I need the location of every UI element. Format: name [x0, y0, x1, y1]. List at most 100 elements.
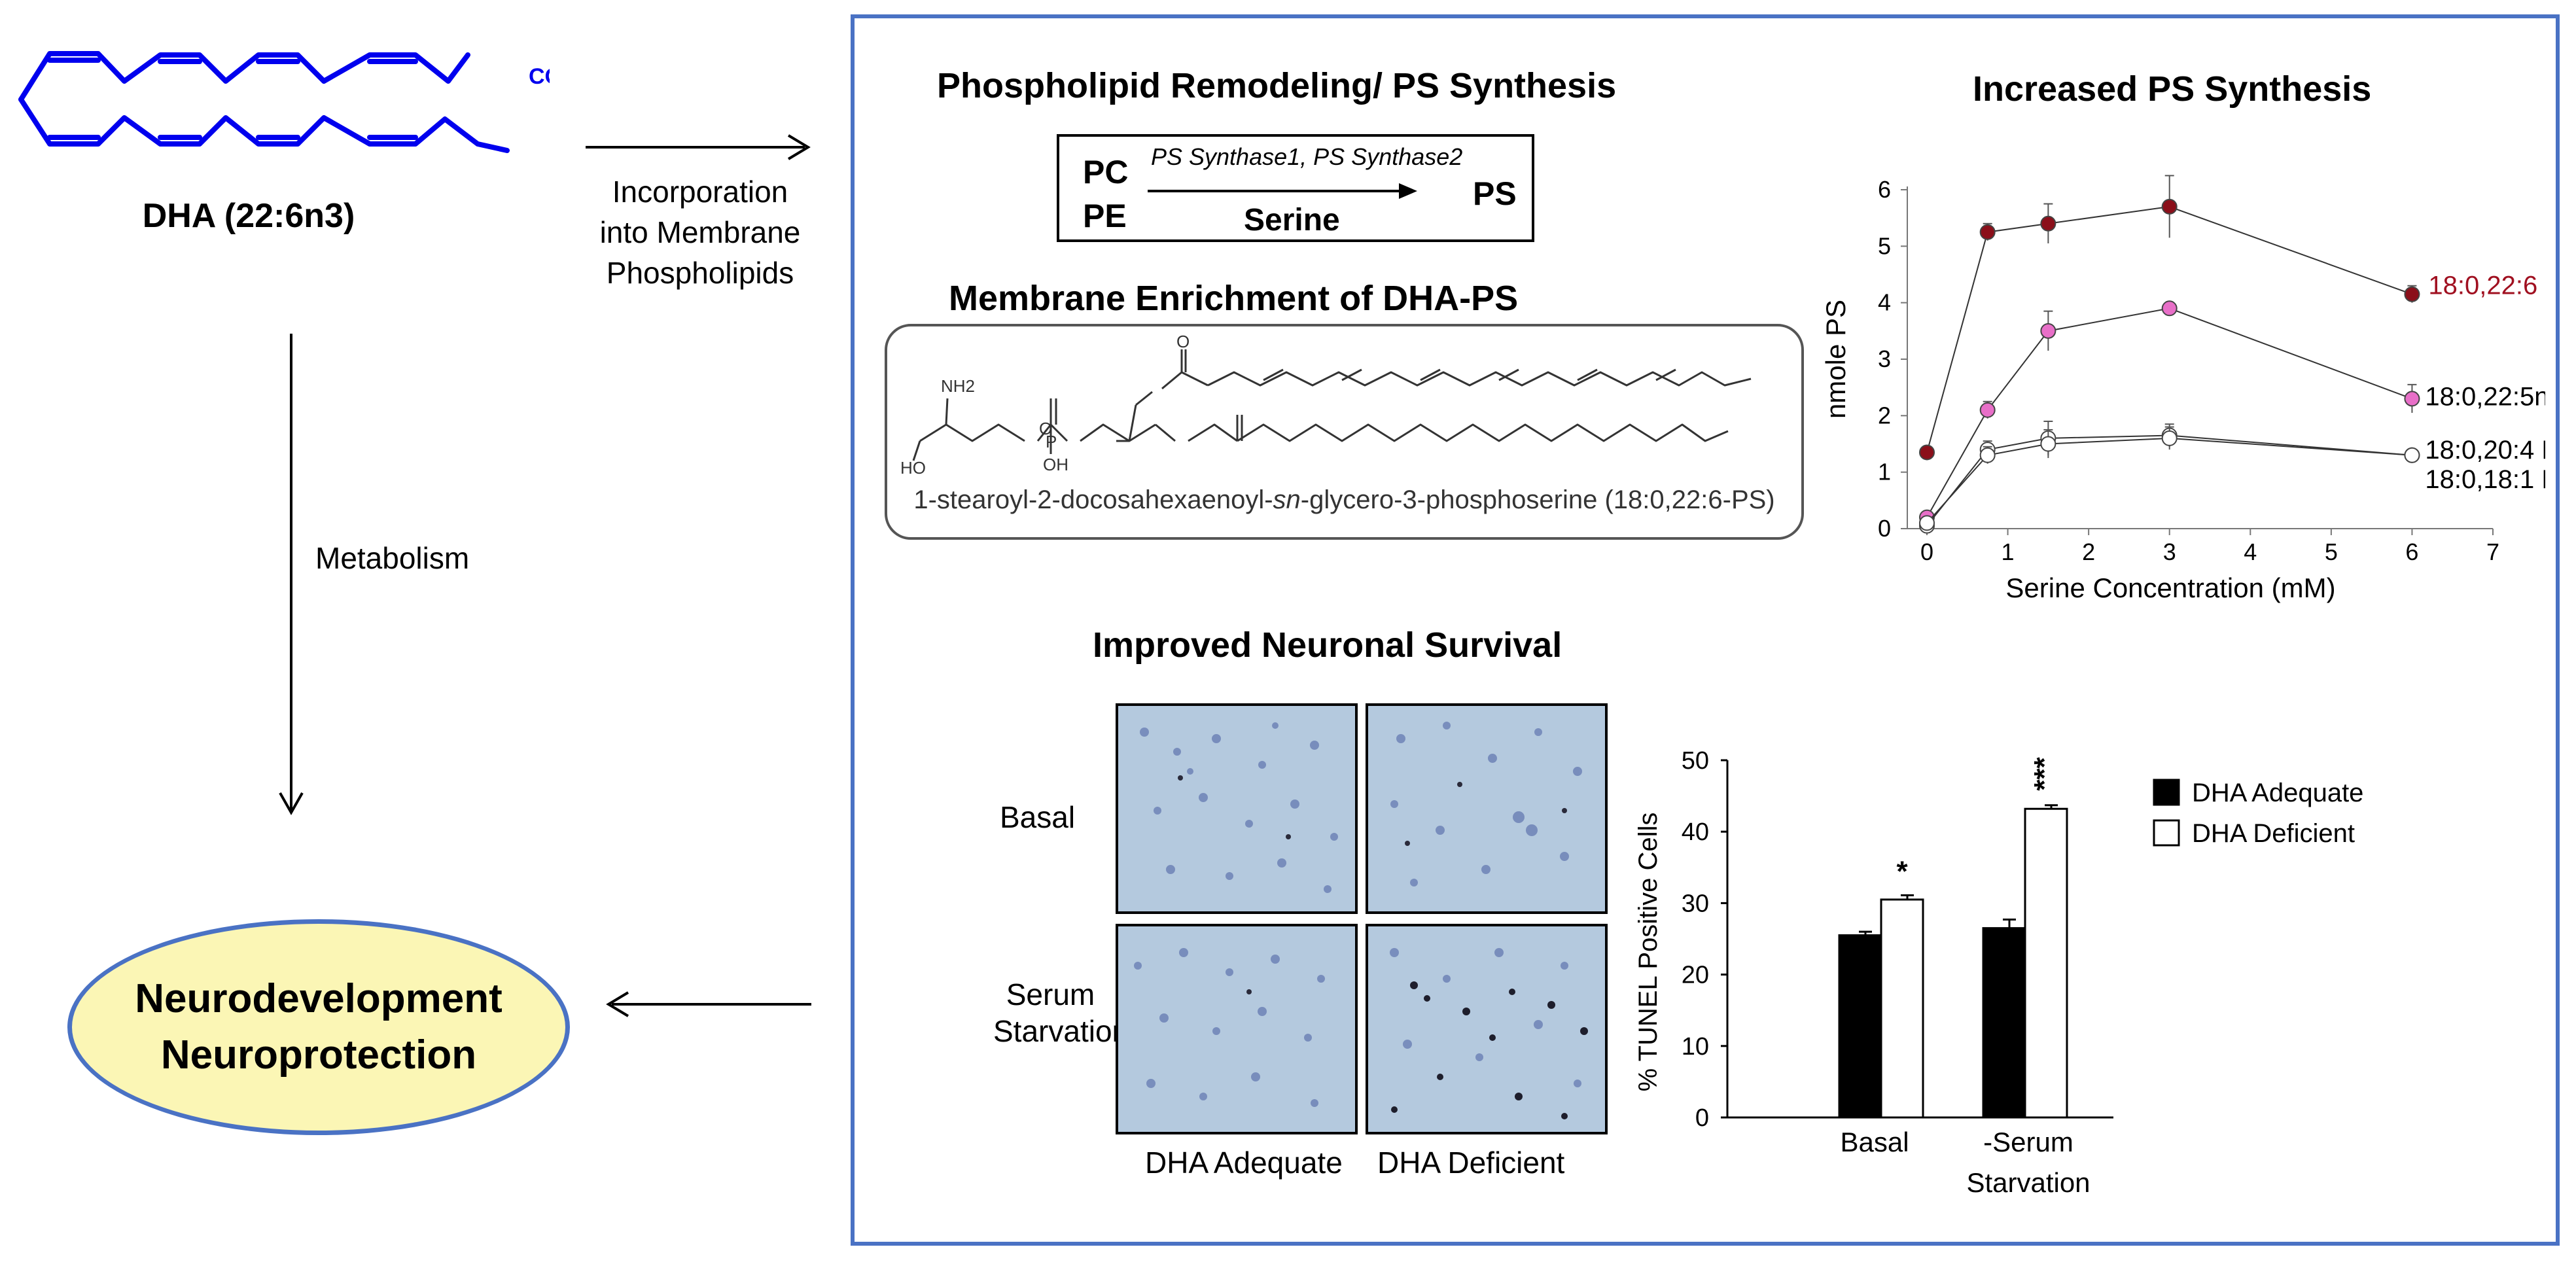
ps-label: PS [1473, 175, 1517, 212]
p-label: P [1046, 432, 1057, 451]
y-tick-label: 50 [1682, 747, 1709, 775]
metabolism-label: Metabolism [315, 541, 470, 575]
data-point [2404, 447, 2420, 463]
data-point [1919, 444, 1935, 461]
y-tick-label: 20 [1682, 962, 1709, 989]
bar [1880, 898, 1924, 1119]
y-tick-label: 2 [1878, 402, 1891, 429]
data-point [2040, 436, 2056, 452]
data-point [2040, 215, 2056, 232]
x-tick-label: 1 [2002, 538, 2015, 565]
enzyme-label: PS Synthase1, PS Synthase2 [1151, 143, 1463, 170]
incorporation-arrow [586, 134, 811, 160]
y-tick-label: 4 [1878, 289, 1891, 316]
significance-mark: * [1896, 855, 1908, 887]
x-tick-label: 0 [1920, 538, 1933, 565]
dha-ps-structure-box: NH2 HO O P OH O 1-stearoyl-2-docosahexae… [885, 324, 1804, 540]
outcome-ellipse: Neurodevelopment Neuroprotection [67, 919, 570, 1135]
outcome-line-1: Neurodevelopment [135, 976, 503, 1021]
y-tick-label: 30 [1682, 890, 1709, 917]
pe-label: PE [1083, 198, 1127, 234]
data-point [2404, 286, 2420, 302]
y-axis-label: nmole PS [1820, 300, 1851, 419]
micrograph-basal-adequate [1116, 703, 1358, 914]
series-line [1926, 205, 2412, 453]
micrograph-serum-adequate [1116, 924, 1358, 1134]
series-label: 18:0,18:1 PS [2425, 465, 2545, 494]
y-tick-label: 5 [1878, 232, 1891, 259]
y-tick-label: 40 [1682, 818, 1709, 846]
incorporation-text: Incorporation into Membrane Phospholipid… [599, 175, 801, 290]
data-point [1919, 515, 1935, 531]
series-label: 18:0,22:5n6 PS [2425, 382, 2545, 411]
x-tick-label: 3 [2163, 538, 2176, 565]
micrograph-basal-deficient [1366, 703, 1608, 914]
micrograph-texture [1368, 706, 1605, 911]
micrograph-texture [1118, 926, 1355, 1132]
nh2-label: NH2 [941, 376, 975, 396]
reaction-box: PC PE PS Synthase1, PS Synthase2 Serine … [1057, 134, 1534, 242]
dha-ps-caption: 1-stearoyl-2-docosahexaenoyl-sn-glycero-… [913, 485, 1775, 514]
bar [2024, 807, 2068, 1119]
ho-label: HO [900, 458, 926, 478]
col-label-deficient: DHA Deficient [1377, 1146, 1565, 1180]
series-line [1926, 437, 2412, 524]
y-tick-label: 3 [1878, 345, 1891, 372]
remodeling-title: Phospholipid Remodeling/ PS Synthesis [937, 66, 1617, 105]
results-frame [851, 14, 2560, 1246]
data-point [2161, 198, 2178, 215]
ps-chart-title: Increased PS Synthesis [1973, 69, 2372, 109]
x-tick-label: 2 [2082, 538, 2095, 565]
data-point [2040, 323, 2056, 339]
bar [1838, 934, 1882, 1119]
x-tick-label: 7 [2486, 538, 2499, 565]
x-tick-label: 6 [2405, 538, 2418, 565]
metabolism-arrow [279, 334, 304, 816]
category-label: Basal [1840, 1127, 1909, 1157]
category-label: -Serum [1983, 1127, 2073, 1157]
legend-label: DHA Deficient [2192, 819, 2355, 848]
y-tick-label: 1 [1878, 459, 1891, 485]
series-line [1926, 307, 2412, 518]
enrichment-title: Membrane Enrichment of DHA-PS [949, 279, 1519, 318]
o-label-1: O [1039, 419, 1052, 438]
data-point [1979, 402, 1996, 418]
significance-mark: *** [2028, 757, 2060, 791]
y-axis-label: % TUNEL Positive Cells [1634, 813, 1663, 1092]
return-arrow [606, 991, 811, 1017]
bar [1982, 927, 2026, 1119]
micrograph-texture [1118, 706, 1355, 911]
pc-label: PC [1083, 154, 1129, 190]
tunel-bar-chart: 0 10 20 30 40 50 % TUNEL Positive Cells * Basal *… [1634, 747, 2363, 1198]
dha-ps-structure: NH2 HO O P OH O [900, 333, 1752, 478]
x-tick-label: 5 [2325, 538, 2338, 565]
legend-label: DHA Adequate [2192, 779, 2363, 807]
serine-label: Serine [1244, 203, 1340, 237]
legend-swatch [2153, 819, 2180, 847]
x-tick-label: 4 [2244, 538, 2257, 565]
y-tick-label: 0 [1878, 515, 1891, 542]
dha-label: DHA (22:6n3) [142, 197, 355, 235]
cooh-label: COOH [529, 64, 550, 89]
y-tick-label: 10 [1682, 1033, 1709, 1061]
survival-title: Improved Neuronal Survival [1093, 625, 1562, 665]
outcome-line-2: Neuroprotection [160, 1032, 477, 1078]
y-tick-label: 6 [1878, 176, 1891, 203]
data-point [2161, 300, 2178, 317]
dha-structure: COOH [18, 51, 550, 153]
y-tick-label: 0 [1695, 1104, 1709, 1132]
reaction-arrow [1148, 183, 1417, 199]
data-point [2161, 430, 2178, 446]
data-point [1979, 224, 1996, 240]
x-axis-label: Serine Concentration (mM) [2005, 572, 2335, 603]
micrograph-serum-deficient [1366, 924, 1608, 1134]
legend-swatch [2153, 779, 2180, 806]
row-label-serum: Serum Starvation [993, 977, 1129, 1048]
series-label: 18:0,20:4 PS [2425, 436, 2545, 465]
series-label: 18:0,22:6 PS [2428, 272, 2545, 300]
oh-label: OH [1043, 455, 1068, 474]
o-label-2: O [1176, 333, 1190, 351]
data-point [1979, 447, 1996, 463]
data-point [2404, 391, 2420, 407]
